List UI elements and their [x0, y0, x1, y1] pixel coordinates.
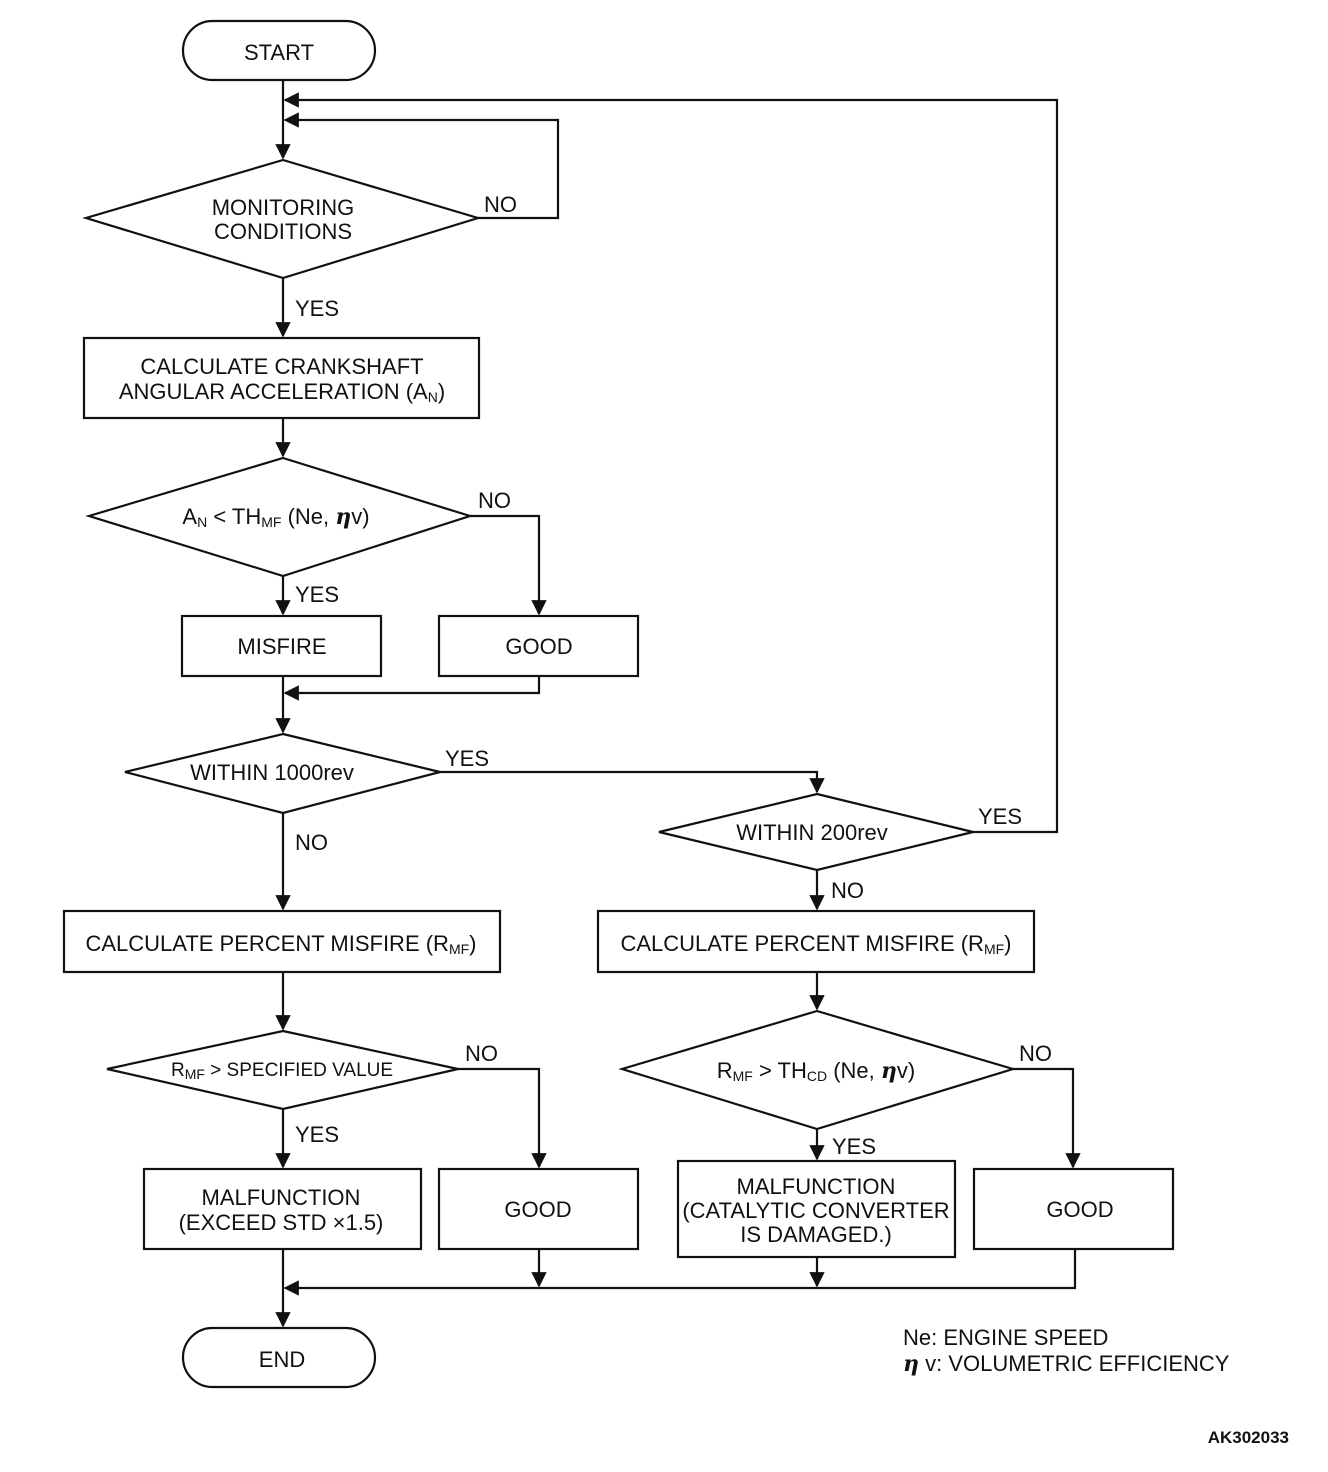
malfunction-std-line2: (EXCEED STD ×1.5)	[179, 1210, 384, 1235]
connector-spec-no	[458, 1067, 547, 1169]
within-1000-label: WITHIN 1000rev	[190, 760, 354, 785]
start-label: START	[244, 40, 314, 65]
branch-labels: NO YES NO YES YES NO YES NO NO YES NO YE…	[295, 192, 1052, 1159]
label-thcd-yes: YES	[832, 1134, 876, 1159]
within-1000rev-decision: WITHIN 1000rev	[124, 732, 441, 815]
calc-percent-misfire-right: CALCULATE PERCENT MISFIRE (RMF)	[596, 909, 1036, 974]
malfunction-cat-line2: (CATALYTIC CONVERTER	[682, 1198, 949, 1223]
connector-collector-line	[283, 1249, 1077, 1296]
malfunction-cat-line3: IS DAMAGED.)	[740, 1222, 892, 1247]
connector-1000-yes	[440, 770, 825, 794]
connector-loop-200-yes	[283, 92, 1059, 834]
connectors	[275, 80, 1081, 1328]
malfunction-cat-line1: MALFUNCTION	[737, 1174, 896, 1199]
label-1000-yes: YES	[445, 746, 489, 771]
within-200-label: WITHIN 200rev	[736, 820, 888, 845]
connector-threshold-no	[470, 514, 547, 616]
rmf-thcd-decision: RMF > THCD (Ne, ηv)	[618, 1009, 1017, 1131]
legend-eta: η v: VOLUMETRIC EFFICIENCY	[903, 1351, 1230, 1377]
label-threshold-no: NO	[478, 488, 511, 513]
good-label-2: GOOD	[504, 1197, 571, 1222]
label-1000-no: NO	[295, 830, 328, 855]
label-threshold-yes: YES	[295, 582, 339, 607]
calc-pct-right-label: CALCULATE PERCENT MISFIRE (RMF)	[620, 931, 1011, 957]
calc-crankshaft-process: CALCULATE CRANKSHAFT ANGULAR ACCELERATIO…	[82, 336, 481, 420]
calc-percent-misfire-left: CALCULATE PERCENT MISFIRE (RMF)	[62, 909, 502, 974]
malfunction-exceed-std-process: MALFUNCTION (EXCEED STD ×1.5)	[142, 1167, 423, 1251]
calc-pct-left-label: CALCULATE PERCENT MISFIRE (RMF)	[85, 931, 476, 957]
label-200-yes: YES	[978, 804, 1022, 829]
calc-crank-line2: ANGULAR ACCELERATION (AN)	[119, 379, 445, 405]
malfunction-catalytic-process: MALFUNCTION (CATALYTIC CONVERTER IS DAMA…	[676, 1159, 957, 1259]
start-terminal: START	[181, 19, 377, 82]
threshold-label: AN < THMF (Ne, ηv)	[182, 504, 369, 530]
misfire-label: MISFIRE	[237, 634, 326, 659]
good-label-1: GOOD	[505, 634, 572, 659]
monitoring-label-line1: MONITORING	[212, 195, 355, 220]
rmf-specified-value-decision: RMF > SPECIFIED VALUE	[106, 1029, 459, 1111]
good-process-1: GOOD	[437, 614, 640, 678]
good-process-3: GOOD	[972, 1167, 1175, 1251]
end-label: END	[259, 1347, 305, 1372]
end-terminal: END	[181, 1326, 377, 1389]
label-monitoring-yes: YES	[295, 296, 339, 321]
figure-id: AK302033	[1208, 1428, 1289, 1447]
good-process-2: GOOD	[437, 1167, 640, 1251]
rmf-thcd-label: RMF > THCD (Ne, ηv)	[717, 1058, 915, 1084]
good-label-3: GOOD	[1046, 1197, 1113, 1222]
calc-crank-line1: CALCULATE CRANKSHAFT	[140, 354, 423, 379]
label-spec-yes: YES	[295, 1122, 339, 1147]
rmf-spec-label: RMF > SPECIFIED VALUE	[171, 1060, 393, 1082]
legend-ne: Ne: ENGINE SPEED	[903, 1325, 1108, 1350]
monitoring-label-line2: CONDITIONS	[214, 219, 352, 244]
legend: Ne: ENGINE SPEED η v: VOLUMETRIC EFFICIE…	[903, 1325, 1230, 1377]
label-200-no: NO	[831, 878, 864, 903]
connector-good-merge	[283, 676, 541, 701]
malfunction-std-line1: MALFUNCTION	[202, 1185, 361, 1210]
label-spec-no: NO	[465, 1041, 498, 1066]
misfire-process: MISFIRE	[180, 614, 383, 678]
threshold-decision: AN < THMF (Ne, ηv)	[85, 456, 474, 578]
label-thcd-no: NO	[1019, 1041, 1052, 1066]
connector-thcd-no	[1013, 1067, 1081, 1169]
monitoring-conditions-decision: MONITORING CONDITIONS	[82, 158, 482, 280]
label-monitoring-no: NO	[484, 192, 517, 217]
within-200rev-decision: WITHIN 200rev	[658, 792, 974, 872]
connector-loop-monitoring-no	[283, 112, 560, 220]
